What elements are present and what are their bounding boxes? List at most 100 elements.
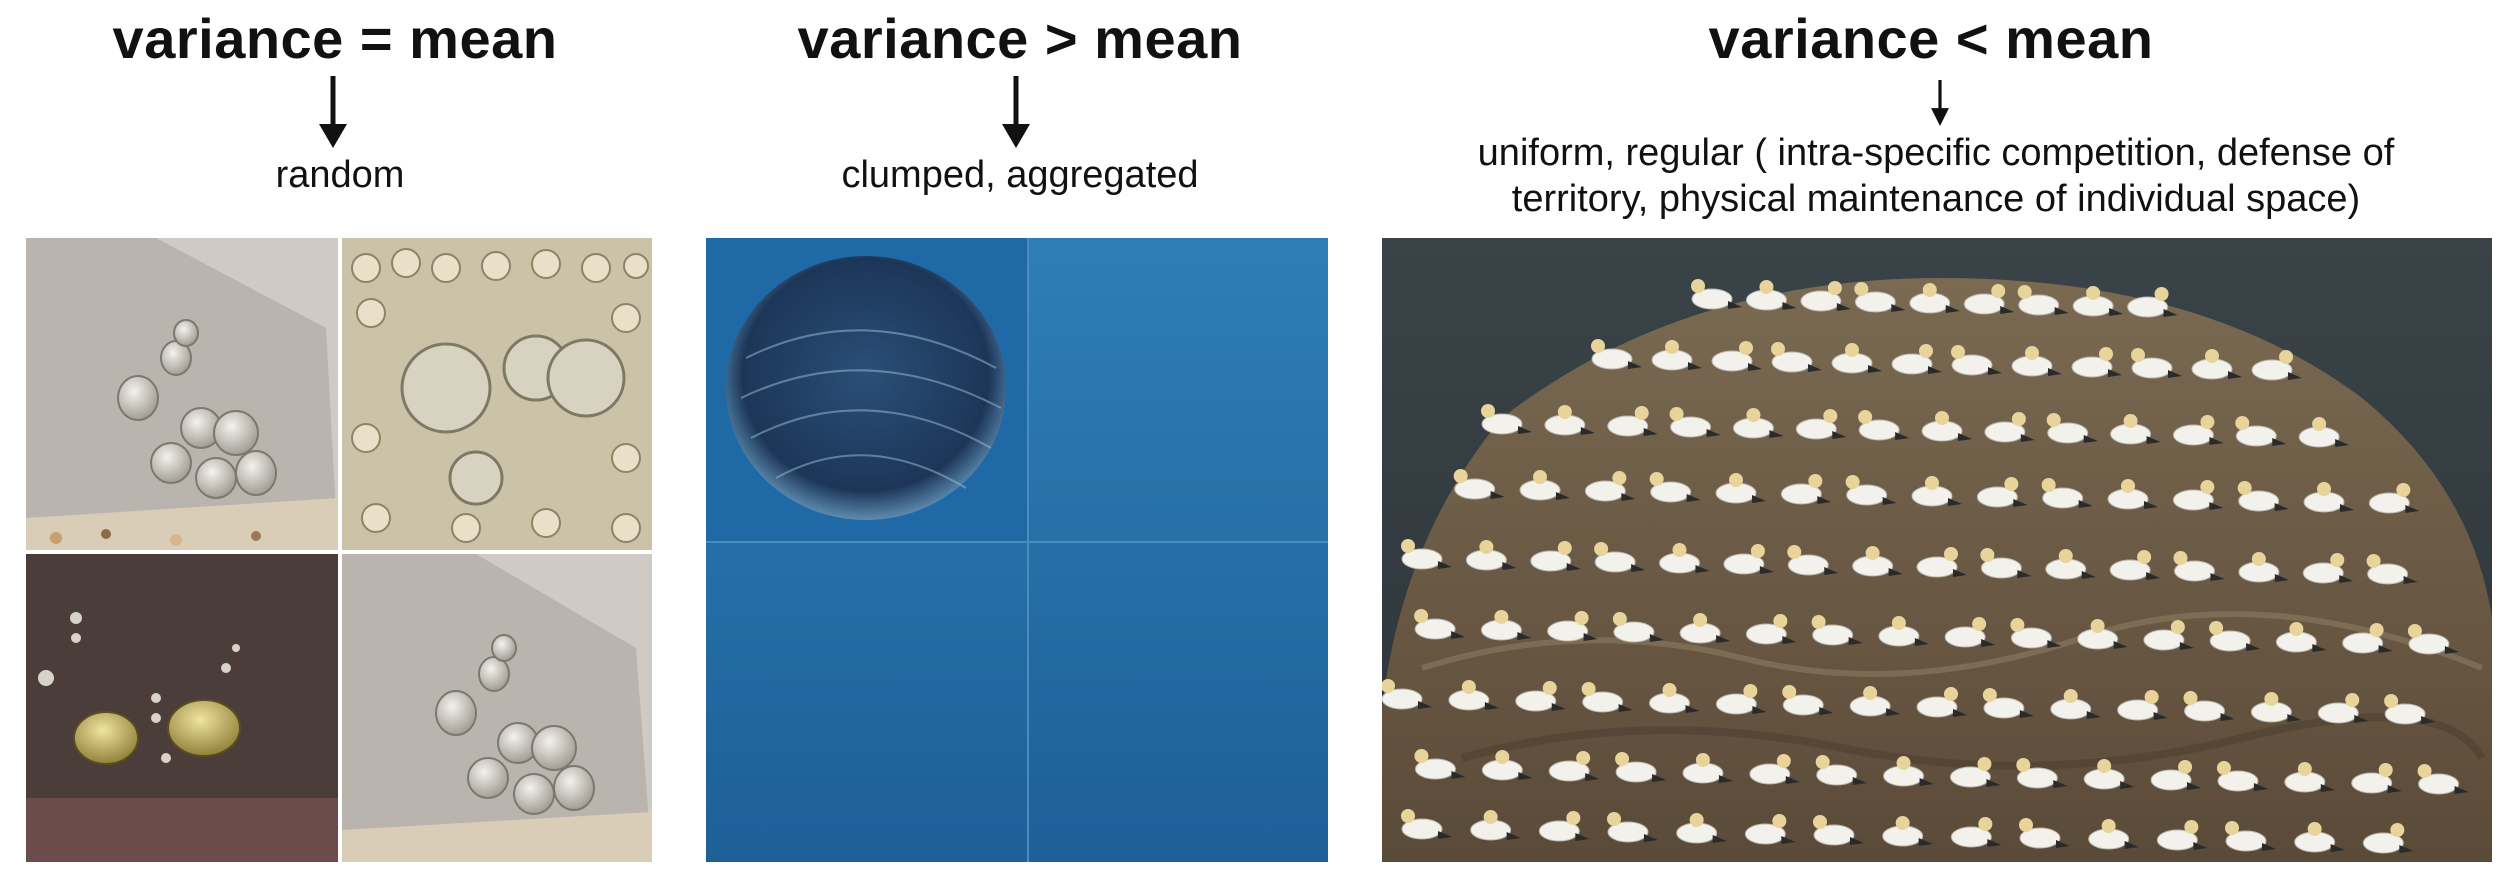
gannet (1921, 411, 1972, 442)
gannet (2366, 554, 2418, 585)
gannet (2250, 692, 2302, 723)
gannet (2317, 693, 2369, 724)
gannet (1980, 548, 2032, 579)
gannet (1414, 749, 1466, 780)
gannet (1845, 475, 1897, 506)
gannet (2172, 480, 2224, 511)
gannet-colony-photo (1382, 238, 2492, 862)
gannet (2107, 479, 2158, 510)
distribution-label: uniform, regular ( intra-specific compet… (1370, 130, 2502, 222)
gannet (1849, 686, 1901, 717)
gannet (1782, 685, 1834, 716)
gannet (1813, 815, 1864, 846)
gannet (2071, 347, 2122, 378)
gannet (1669, 407, 1721, 438)
gannet (1711, 341, 1762, 372)
gannet (1831, 343, 1882, 374)
gannet (1659, 543, 1710, 574)
gannet (1401, 809, 1452, 840)
gannet (2362, 823, 2414, 854)
gannet (1780, 474, 1832, 505)
gannet (2342, 623, 2393, 654)
gannet (1723, 544, 1774, 575)
gannet (1607, 812, 1658, 843)
gannet (2143, 620, 2194, 651)
gannet (2191, 349, 2242, 380)
gannet (2251, 350, 2302, 381)
gannet (1852, 546, 1903, 577)
gannet (2303, 482, 2354, 513)
gannet (1547, 611, 1598, 642)
gannet (2131, 348, 2182, 379)
panel-title: variance > mean (797, 7, 1243, 70)
down-arrow-icon (319, 76, 347, 148)
gannet (2238, 552, 2289, 583)
gannet (2284, 762, 2335, 793)
distribution-label: random (275, 154, 405, 196)
gannet (2407, 624, 2459, 655)
gannet (1963, 284, 2015, 315)
gannet (2302, 553, 2354, 584)
distribution-label-line1: uniform, regular ( intra-specific compet… (1477, 132, 2395, 174)
gannet (2384, 694, 2436, 725)
gannet (2046, 413, 2098, 444)
fish-school-photo-grid (706, 238, 1328, 862)
gannet (2417, 764, 2469, 795)
gannet (2237, 481, 2289, 512)
gannet (1732, 408, 1784, 439)
gannet (1465, 540, 1517, 571)
gannet (1951, 345, 2002, 376)
gannet (1612, 612, 1664, 643)
panel-random: variance = mean random (0, 0, 680, 890)
gannet (1594, 542, 1646, 573)
gannet (1745, 614, 1797, 645)
gannet (1414, 609, 1466, 640)
gannet (1649, 683, 1700, 714)
panel-title: variance = mean (112, 7, 558, 70)
gannet (1544, 405, 1595, 436)
gannet (2216, 761, 2268, 792)
gannet (1649, 472, 1701, 503)
gannet-birds (1382, 279, 2469, 854)
fish-school (726, 256, 1006, 520)
gannet (2017, 285, 2069, 316)
gannet (1715, 473, 1766, 504)
gannet (1858, 410, 1910, 441)
gannet (2150, 760, 2202, 791)
gannet (1651, 340, 1702, 371)
gannet (1916, 687, 1967, 718)
limpet-photo-grid (26, 238, 652, 862)
gannet (2011, 346, 2062, 377)
gannet (1515, 681, 1566, 712)
distribution-label-line2: territory, physical maintenance of indiv… (1511, 178, 2361, 220)
gannet (1976, 477, 2028, 508)
gannet (1481, 404, 1532, 435)
gannet (1448, 680, 1499, 711)
gannet (1749, 754, 1800, 785)
gannet (2010, 618, 2062, 649)
panel-uniform: variance < mean uniform, regular ( intra… (1370, 0, 2502, 890)
gannet (1882, 816, 1933, 847)
gannet (2298, 417, 2350, 448)
gannet (1984, 412, 2035, 443)
gannet (1682, 753, 1733, 784)
gannet (2127, 287, 2178, 318)
gannet (1909, 283, 1960, 314)
gannet (1878, 616, 1929, 647)
gannet (1691, 279, 1742, 310)
gannet (1453, 469, 1505, 500)
gannet (1982, 688, 2034, 719)
gannet (1800, 281, 1851, 312)
gannet (1891, 344, 1942, 375)
gannet (2294, 822, 2345, 853)
gannet (2110, 414, 2161, 445)
gannet (1745, 280, 1797, 311)
gannet (1811, 615, 1863, 646)
gannet (2117, 690, 2168, 721)
gannet (1715, 684, 1767, 715)
gannet (1676, 813, 1727, 844)
gannet (2019, 818, 2070, 849)
gannet (1854, 282, 1906, 313)
panel-title: variance < mean (1708, 7, 2154, 70)
gannet (2275, 622, 2327, 653)
